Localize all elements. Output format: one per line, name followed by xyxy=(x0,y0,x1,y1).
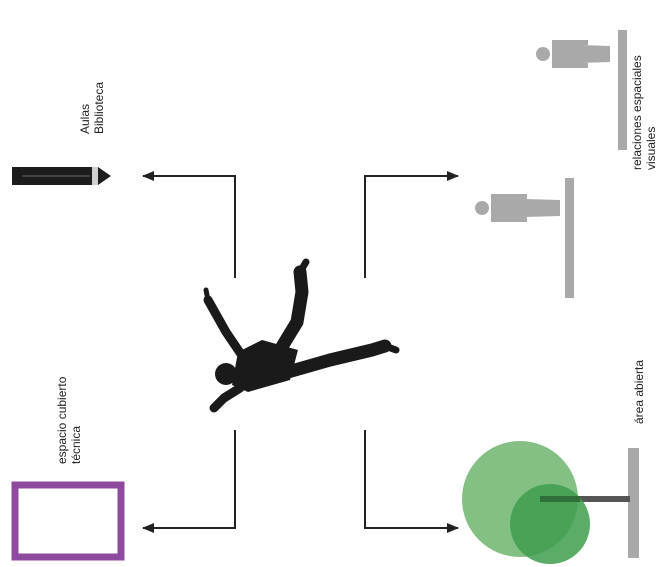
arrow-to-frame xyxy=(143,430,235,528)
empty-frame-icon xyxy=(15,485,121,557)
espacio-cubierto-label: espacio cubierto técnica xyxy=(55,377,83,464)
area-abierta-label: área abierta xyxy=(632,360,646,424)
standing-person-icon-upper xyxy=(536,30,627,150)
aulas-biblioteca-label: Aulas Biblioteca xyxy=(78,82,106,134)
arrow-to-tree xyxy=(365,430,458,528)
arrow-to-pencil xyxy=(143,176,235,278)
relaciones-espaciales-label: relaciones espaciales visuales xyxy=(630,55,658,170)
tree-icon xyxy=(462,441,639,564)
label-aulas: Aulas xyxy=(78,82,92,134)
label-biblioteca: Biblioteca xyxy=(92,82,106,134)
standing-person-icon-lower xyxy=(475,178,574,298)
label-relaciones-espaciales: relaciones espaciales xyxy=(630,55,644,170)
label-espacio-cubierto: espacio cubierto xyxy=(55,377,69,464)
label-tecnica: técnica xyxy=(69,377,83,464)
pencil-icon xyxy=(12,167,111,185)
label-area-abierta: área abierta xyxy=(632,360,646,424)
jumping-person-icon xyxy=(206,262,396,408)
arrow-to-standing-person xyxy=(365,176,458,278)
label-visuales: visuales xyxy=(644,55,658,170)
